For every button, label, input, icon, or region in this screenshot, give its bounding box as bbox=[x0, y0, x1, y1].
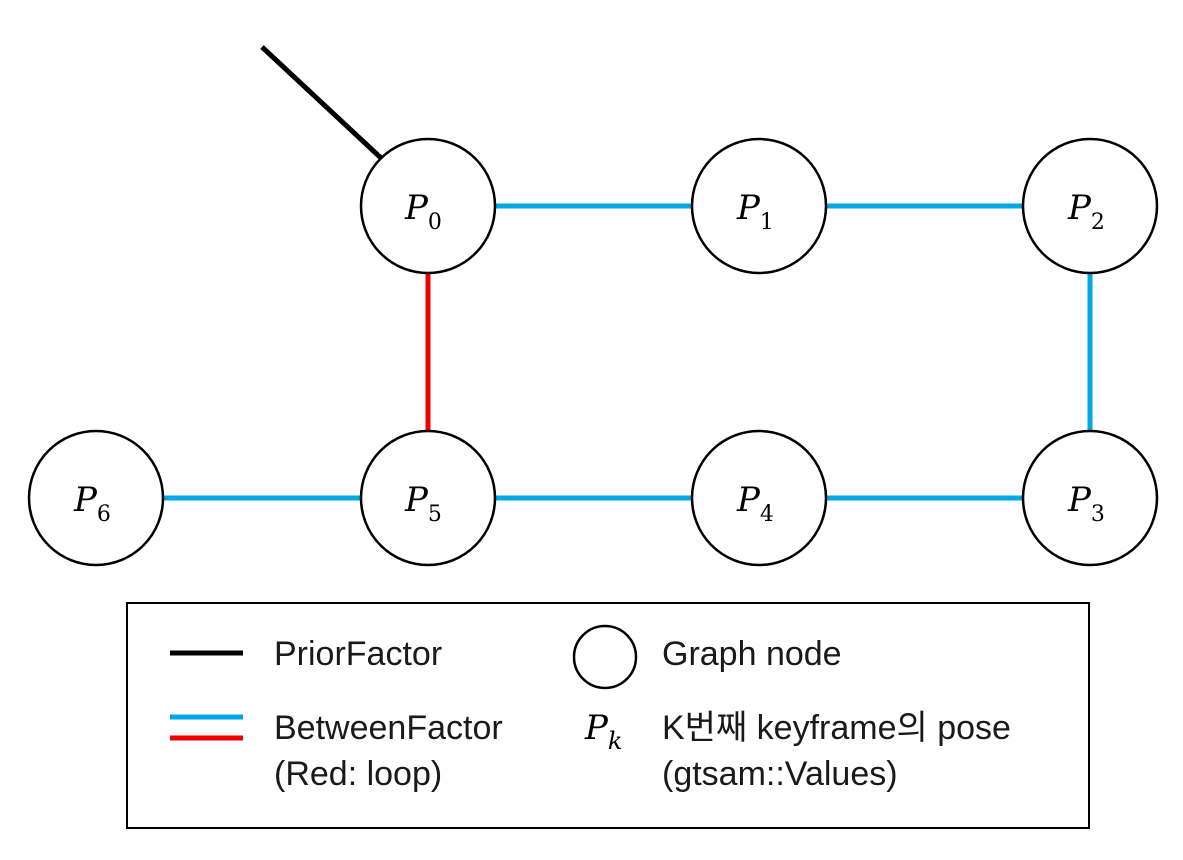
legend-pose-sublabel: (gtsam::Values) bbox=[662, 755, 898, 793]
svg-text:P0: P0 bbox=[404, 188, 442, 235]
node-p1-subscript: 1 bbox=[760, 210, 774, 235]
svg-text:Pk: Pk bbox=[584, 708, 622, 755]
graph-node-p3: P3 bbox=[1021, 429, 1159, 567]
node-p0-subscript: 0 bbox=[428, 210, 442, 235]
nodes: P0 P1 P2 P3 bbox=[27, 137, 1159, 567]
node-p4-label: P bbox=[736, 480, 761, 520]
legend-pose-symbol-subscript: k bbox=[608, 727, 623, 755]
svg-text:P1: P1 bbox=[736, 188, 774, 235]
node-p0-label: P bbox=[404, 188, 429, 228]
graph-node-p0: P0 bbox=[359, 137, 497, 275]
svg-text:P5: P5 bbox=[404, 480, 442, 527]
prior-factor-edge bbox=[260, 45, 383, 160]
node-p2-subscript: 2 bbox=[1091, 210, 1105, 235]
legend-node-icon bbox=[572, 624, 638, 690]
legend-prior-label: PriorFactor bbox=[274, 635, 442, 673]
graph-node-p2: P2 bbox=[1021, 137, 1159, 275]
legend-pose-label: K번째 keyframe의 pose bbox=[662, 709, 1011, 747]
node-p1-label: P bbox=[736, 188, 761, 228]
legend-between-sublabel: (Red: loop) bbox=[274, 755, 442, 793]
node-p4-subscript: 4 bbox=[760, 502, 774, 527]
legend-between-label: BetweenFactor bbox=[274, 709, 503, 747]
svg-text:P3: P3 bbox=[1067, 480, 1105, 527]
node-p6-subscript: 6 bbox=[97, 502, 111, 527]
graph-node-p4: P4 bbox=[690, 429, 828, 567]
node-p3-subscript: 3 bbox=[1091, 502, 1105, 527]
node-p6-label: P bbox=[73, 480, 98, 520]
svg-text:P2: P2 bbox=[1067, 188, 1105, 235]
graph-node-p5: P5 bbox=[359, 429, 497, 567]
graph-node-p1: P1 bbox=[690, 137, 828, 275]
legend-node-label: Graph node bbox=[662, 635, 842, 673]
graph-node-p6: P6 bbox=[27, 429, 165, 567]
node-p5-label: P bbox=[404, 480, 429, 520]
svg-text:P4: P4 bbox=[736, 480, 774, 527]
node-p5-subscript: 5 bbox=[428, 502, 442, 527]
edges bbox=[163, 45, 1093, 501]
legend-pose-symbol: P bbox=[584, 708, 609, 748]
svg-text:P6: P6 bbox=[73, 480, 111, 527]
node-p3-label: P bbox=[1067, 480, 1092, 520]
legend: PriorFactor BetweenFactor (Red: loop) Gr… bbox=[126, 602, 1090, 829]
node-p2-label: P bbox=[1067, 188, 1092, 228]
